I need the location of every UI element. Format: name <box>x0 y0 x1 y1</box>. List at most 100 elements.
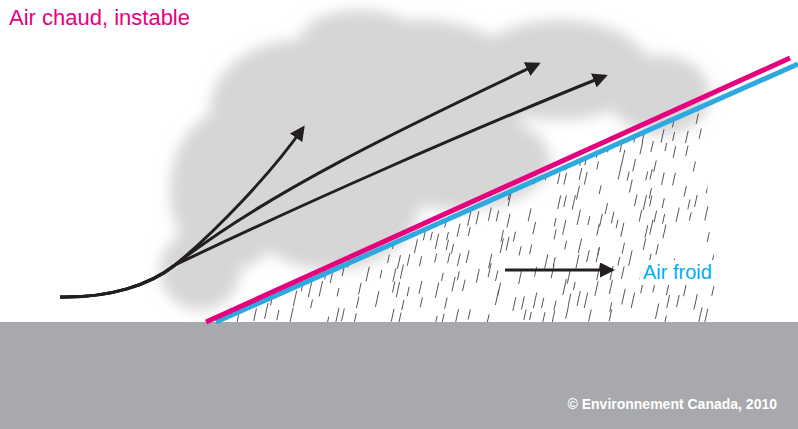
rain-stroke <box>305 70 307 81</box>
copyright-note: © Environnement Canada, 2010 <box>565 395 781 413</box>
rain-stroke <box>583 132 585 142</box>
rain-stroke <box>678 73 680 81</box>
rain-stroke <box>587 250 590 262</box>
rain-stroke <box>408 89 411 101</box>
rain-stroke <box>610 266 613 280</box>
rain-stroke <box>457 271 459 280</box>
rain-stroke <box>290 118 292 126</box>
rain-stroke <box>668 89 670 100</box>
rain-stroke <box>356 297 359 308</box>
rain-stroke <box>696 114 698 124</box>
rain-stroke <box>397 255 400 269</box>
rain-stroke <box>535 85 537 96</box>
rain-stroke <box>673 132 675 141</box>
rain-stroke <box>521 296 524 309</box>
rain-stroke <box>375 132 377 141</box>
rain-stroke <box>528 111 531 124</box>
rain-stroke <box>488 208 491 221</box>
rain-stroke <box>511 127 514 141</box>
rain-stroke <box>685 131 688 143</box>
rain-stroke <box>441 116 443 126</box>
rain-stroke <box>650 220 653 235</box>
rain-stroke <box>699 128 701 138</box>
cold-air-arrow <box>505 269 612 272</box>
rain-stroke <box>381 74 383 84</box>
rain-stroke <box>557 173 559 184</box>
rain-stroke <box>283 262 286 278</box>
rain-stroke <box>236 83 238 94</box>
rain-stroke <box>249 174 251 184</box>
rain-stroke <box>551 311 554 326</box>
rain-stroke <box>300 142 303 156</box>
rain-stroke <box>715 151 718 165</box>
rain-stroke <box>345 73 347 82</box>
rain-stroke <box>423 70 426 86</box>
rain-stroke <box>468 227 470 236</box>
rain-stroke <box>574 103 577 116</box>
rain-stroke <box>435 158 437 168</box>
rain-stroke <box>224 253 226 263</box>
rain-stroke <box>288 229 290 238</box>
rain-stroke <box>443 158 446 171</box>
rain-stroke <box>420 256 422 266</box>
rain-stroke <box>337 87 340 98</box>
rain-stroke <box>336 308 339 322</box>
rain-stroke <box>677 295 680 307</box>
rain-stroke <box>589 310 592 322</box>
air-mass-label: Air froid <box>640 260 715 285</box>
rain-stroke <box>631 293 634 309</box>
rain-stroke <box>640 141 643 154</box>
rain-stroke <box>243 149 245 158</box>
rain-stroke <box>337 288 339 296</box>
rain-stroke <box>479 178 482 192</box>
rain-stroke <box>255 73 258 86</box>
rain-stroke <box>314 234 317 249</box>
rain-stroke <box>662 214 664 224</box>
rain-stroke <box>718 233 720 241</box>
rain-stroke <box>621 150 624 166</box>
rain-stroke <box>662 198 664 208</box>
rain-stroke <box>435 88 438 100</box>
rain-stroke <box>354 313 356 322</box>
rain-stroke <box>457 253 460 266</box>
rain-stroke <box>554 229 556 239</box>
rain-stroke <box>543 139 546 151</box>
rain-stroke <box>407 287 409 297</box>
rain-stroke <box>554 144 557 158</box>
rain-stroke <box>279 250 282 263</box>
rain-stroke <box>695 195 698 207</box>
rain-stroke <box>279 184 281 193</box>
rain-stroke <box>584 292 587 307</box>
rain-stroke <box>528 208 531 221</box>
rain-stroke <box>596 248 599 262</box>
rain-stroke <box>293 291 296 307</box>
rain-stroke <box>578 238 581 253</box>
rain-stroke <box>495 290 498 305</box>
rain-stroke <box>313 159 315 168</box>
rain-stroke <box>424 181 427 196</box>
rain-stroke <box>568 294 571 306</box>
rain-stroke <box>270 269 272 279</box>
rain-stroke <box>693 162 695 172</box>
rain-stroke <box>609 100 612 112</box>
rain-stroke <box>719 102 721 112</box>
rain-stroke <box>584 172 587 185</box>
rain-stroke <box>457 159 459 167</box>
rain-stroke <box>301 157 303 166</box>
rain-stroke <box>254 308 257 321</box>
rain-stroke <box>577 291 580 306</box>
rain-stroke <box>256 216 258 225</box>
rain-stroke <box>655 304 658 319</box>
rain-stroke <box>562 125 565 141</box>
rain-stroke <box>500 238 503 253</box>
rain-stroke <box>371 215 374 227</box>
rain-stroke <box>246 89 248 97</box>
rain-stroke <box>577 210 580 225</box>
rain-stroke <box>534 267 536 277</box>
rain-stroke <box>300 253 303 264</box>
rain-stroke <box>463 280 466 291</box>
rain-stroke <box>345 130 347 139</box>
rain-stroke <box>268 69 271 82</box>
rain-stroke <box>611 212 614 224</box>
rain-stroke <box>566 305 569 318</box>
